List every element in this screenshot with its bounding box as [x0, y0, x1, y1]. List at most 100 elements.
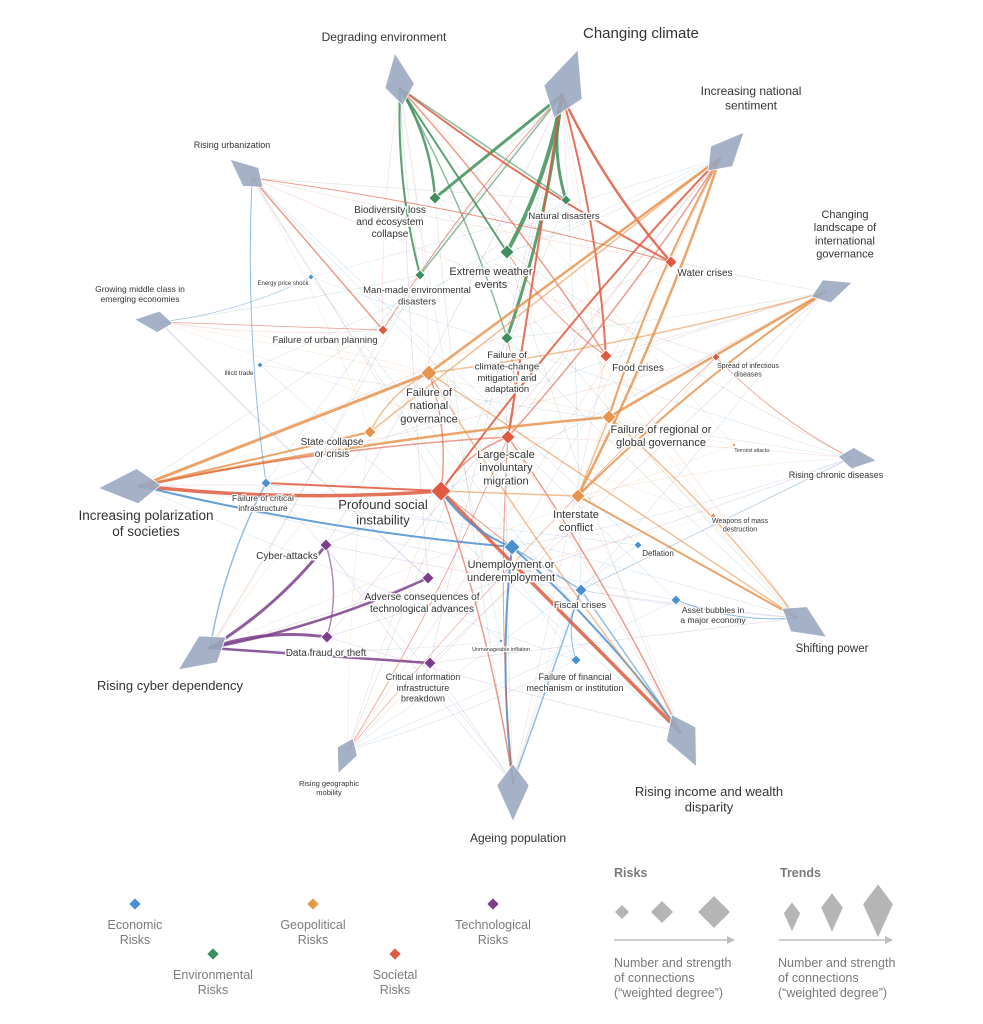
background-link	[429, 617, 798, 664]
background-link	[507, 436, 681, 733]
risk-illicit-trade-node[interactable]	[256, 361, 264, 369]
link-t1-r6	[560, 93, 673, 264]
risk-profound-social-instability-node[interactable]	[430, 480, 452, 502]
trend-changing-climate-label: Changing climate	[583, 25, 699, 42]
risk-unemployment-or-underemployment-node[interactable]	[503, 538, 521, 556]
risk-large-scale-involuntary-migration-node[interactable]	[500, 429, 516, 445]
legend-eco-diamond-icon	[129, 898, 141, 910]
risk-illicit-trade-label: Illicit trade	[224, 370, 254, 377]
background-link	[159, 321, 384, 333]
link-r12-r18	[428, 372, 445, 492]
risk-extreme-weather-events-node[interactable]	[499, 244, 515, 260]
background-link	[608, 291, 826, 418]
trend-rising-geographic-mobility-node[interactable]	[336, 737, 358, 775]
link-t9-r12	[428, 372, 798, 619]
background-link	[251, 177, 371, 433]
risk-natural-disasters-node[interactable]	[560, 194, 572, 206]
risk-failure-of-urban-planning-node[interactable]	[377, 324, 389, 336]
risk-unmanageable-inflation-node[interactable]	[498, 638, 504, 644]
risk-state-collapse-or-crisis-node[interactable]	[363, 425, 377, 439]
link-r12-r14	[369, 372, 430, 433]
risk-failure-of-critical-infrastructure-node[interactable]	[260, 477, 272, 489]
risk-interstate-conflict-node[interactable]	[570, 488, 586, 504]
background-link	[251, 177, 577, 661]
risk-critical-information-infrastructure-breakdown-node[interactable]	[423, 656, 437, 670]
risk-weapons-of-mass-destruction-node[interactable]	[709, 512, 717, 520]
nodes-layer	[97, 48, 878, 823]
background-link	[512, 589, 582, 784]
size-key	[614, 884, 893, 944]
risk-failure-of-climate-change-mitigation-and-adaptation-node[interactable]	[500, 331, 514, 345]
trend-rising-cyber-dependency-node[interactable]	[177, 635, 227, 671]
link-t12-r15	[347, 436, 509, 751]
background-link	[159, 321, 430, 374]
trend-rising-urbanization-node[interactable]	[229, 158, 264, 188]
legend-item-env: Environmental Risks	[158, 948, 268, 998]
trend-increasing-national-sentiment-node[interactable]	[707, 131, 745, 172]
trend-shifting-power-node[interactable]	[781, 606, 828, 638]
background-link	[506, 251, 681, 733]
risks-key-diamond	[615, 905, 629, 919]
risk-spread-of-infectious-diseases-node[interactable]	[711, 352, 721, 362]
risk-biodiversity-loss-and-ecosystem-collapse-node[interactable]	[428, 191, 442, 205]
risk-deflation-node[interactable]	[633, 540, 643, 550]
background-link	[399, 87, 429, 579]
link-r18-r17	[265, 482, 442, 492]
risks-key-diamond	[698, 896, 730, 928]
background-link	[259, 157, 721, 366]
link-t8-r18	[138, 484, 443, 498]
background-link	[265, 291, 826, 484]
link-t3-r12	[427, 156, 722, 375]
trend-growing-middle-class-in-emerging-economies-node[interactable]	[133, 310, 174, 334]
background-link	[399, 87, 714, 517]
background-link	[507, 436, 852, 459]
background-link	[512, 416, 610, 784]
link-r25-r30	[570, 589, 582, 661]
risk-failure-of-regional-or-global-governance-node[interactable]	[601, 409, 617, 425]
background-link	[399, 87, 502, 642]
risks-key-caption: Number and strength of connections (“wei…	[614, 956, 732, 1000]
legend-geo-diamond-icon	[307, 898, 319, 910]
trend-rising-income-and-wealth-disparity-node[interactable]	[665, 713, 697, 768]
trends-key-kite	[783, 902, 801, 932]
risk-cyber-attacks-node[interactable]	[319, 538, 333, 552]
risk-deflation-label: Deflation	[642, 549, 674, 558]
risk-failure-of-national-governance-node[interactable]	[420, 364, 438, 382]
trend-rising-chronic-diseases-node[interactable]	[837, 446, 878, 470]
risk-fiscal-crises-node[interactable]	[574, 583, 588, 597]
risk-food-crises-node[interactable]	[599, 349, 613, 363]
trend-ageing-population-node[interactable]	[496, 763, 530, 823]
link-t1-r15	[507, 94, 563, 438]
link-t11-r23	[511, 546, 681, 733]
legend-env-diamond-icon	[207, 948, 219, 960]
trend-changing-landscape-of-international-governance-node[interactable]	[810, 279, 854, 304]
trend-changing-climate-node[interactable]	[543, 48, 583, 119]
trend-increasing-polarization-of-societies-node[interactable]	[97, 468, 162, 505]
background-link	[265, 482, 514, 784]
legend-item-soc: Societal Risks	[340, 948, 450, 998]
risk-terrorist-attacks-node[interactable]	[731, 442, 737, 448]
background-link	[251, 177, 677, 601]
risk-cyber-attacks-label: Cyber-attacks	[256, 551, 318, 562]
risk-adverse-consequences-of-technological-advances-node[interactable]	[421, 571, 435, 585]
risk-asset-bubbles-in-a-major-economy-node[interactable]	[670, 594, 682, 606]
risk-failure-of-financial-mechanism-or-institution-node[interactable]	[570, 654, 582, 666]
background-link	[511, 457, 852, 548]
risk-fiscal-crises-label: Fiscal crises	[554, 600, 607, 611]
risk-data-fraud-or-theft-node[interactable]	[320, 630, 334, 644]
background-link	[139, 431, 371, 487]
link-r21-r27	[325, 544, 335, 638]
risk-water-crises-node[interactable]	[664, 255, 678, 269]
trend-degrading-environment-node[interactable]	[384, 52, 415, 107]
risk-man-made-environmental-disasters-node[interactable]	[414, 269, 426, 281]
background-link	[139, 199, 567, 487]
risk-energy-price-shock-node[interactable]	[307, 273, 315, 281]
trends-key-kite	[821, 893, 843, 932]
background-link	[399, 87, 430, 374]
